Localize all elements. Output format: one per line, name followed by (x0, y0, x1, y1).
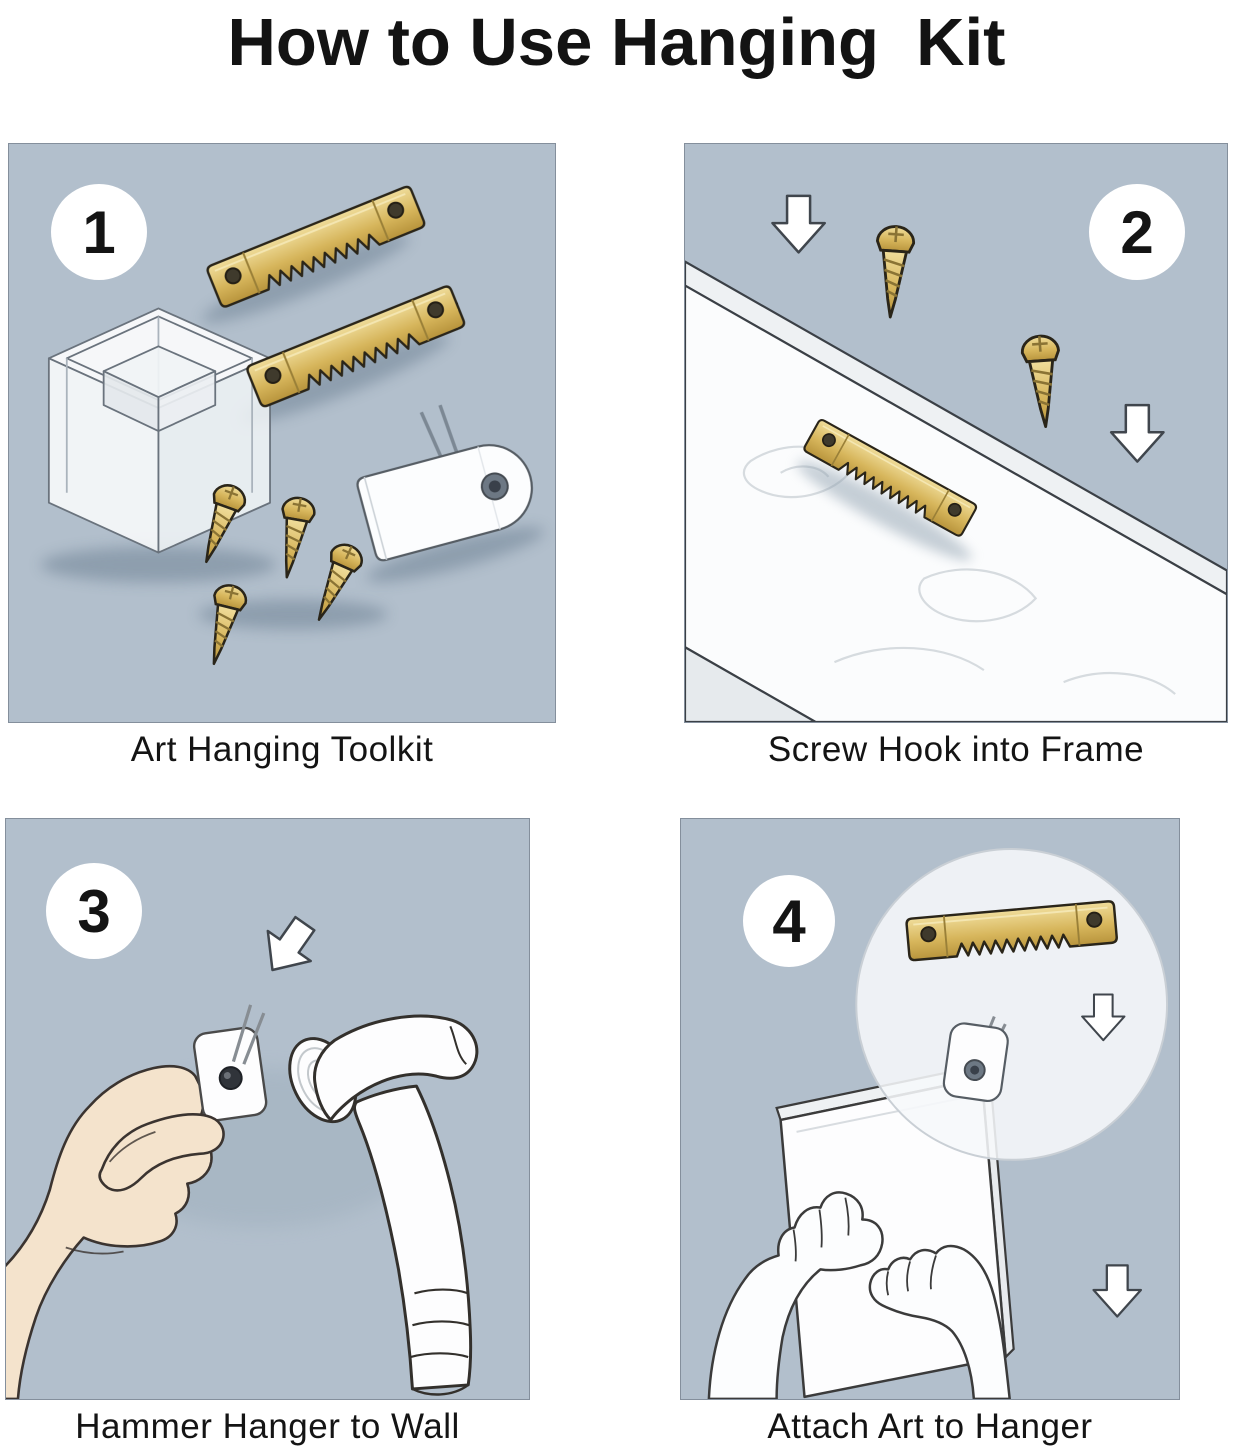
step-number-badge: 2 (1089, 184, 1185, 280)
panel-4-illustration (707, 848, 1169, 1399)
hammer (288, 1014, 479, 1396)
panel-step-3: 3 (5, 818, 530, 1400)
panel-2-illustration (685, 194, 1227, 722)
panel-1-illustration (40, 184, 544, 669)
screw (1019, 333, 1066, 430)
screw (870, 223, 917, 320)
down-arrow-icon (1109, 403, 1165, 463)
shadow-blobs (40, 234, 544, 630)
panel-3-caption: Hammer Hanger to Wall (75, 1407, 460, 1446)
hand (868, 1244, 1011, 1399)
panel-4-caption: Attach Art to Hanger (767, 1407, 1093, 1446)
hand (707, 1191, 884, 1399)
panel-3-illustration (6, 907, 479, 1399)
down-arrow-icon (1092, 1264, 1143, 1318)
picture-frame (685, 260, 1227, 722)
thumb (98, 1113, 225, 1192)
step-number-badge: 3 (46, 863, 142, 959)
nail-hook (356, 404, 533, 562)
nail-hook (942, 1015, 1009, 1102)
magnifier-circle (855, 848, 1169, 1161)
panel-step-2: 2 (684, 143, 1228, 723)
down-left-arrow-icon (249, 907, 328, 987)
wood-grain (742, 445, 1176, 695)
panel-step-4: 4 (680, 818, 1180, 1400)
storage-box (47, 307, 271, 554)
hanger-shadow (796, 460, 972, 561)
panel-2-caption: Screw Hook into Frame (767, 730, 1145, 769)
wall-hanger (192, 1004, 268, 1122)
hand-creases (65, 1131, 156, 1255)
step-number-badge: 1 (51, 184, 147, 280)
page-title: How to Use Hanging Kit (227, 5, 1006, 80)
panel-1-caption: Art Hanging Toolkit (130, 730, 434, 769)
step-number-badge: 4 (743, 875, 835, 967)
down-arrow-icon (771, 194, 826, 254)
screw (269, 494, 318, 582)
panel-step-1: 1 (8, 143, 556, 723)
